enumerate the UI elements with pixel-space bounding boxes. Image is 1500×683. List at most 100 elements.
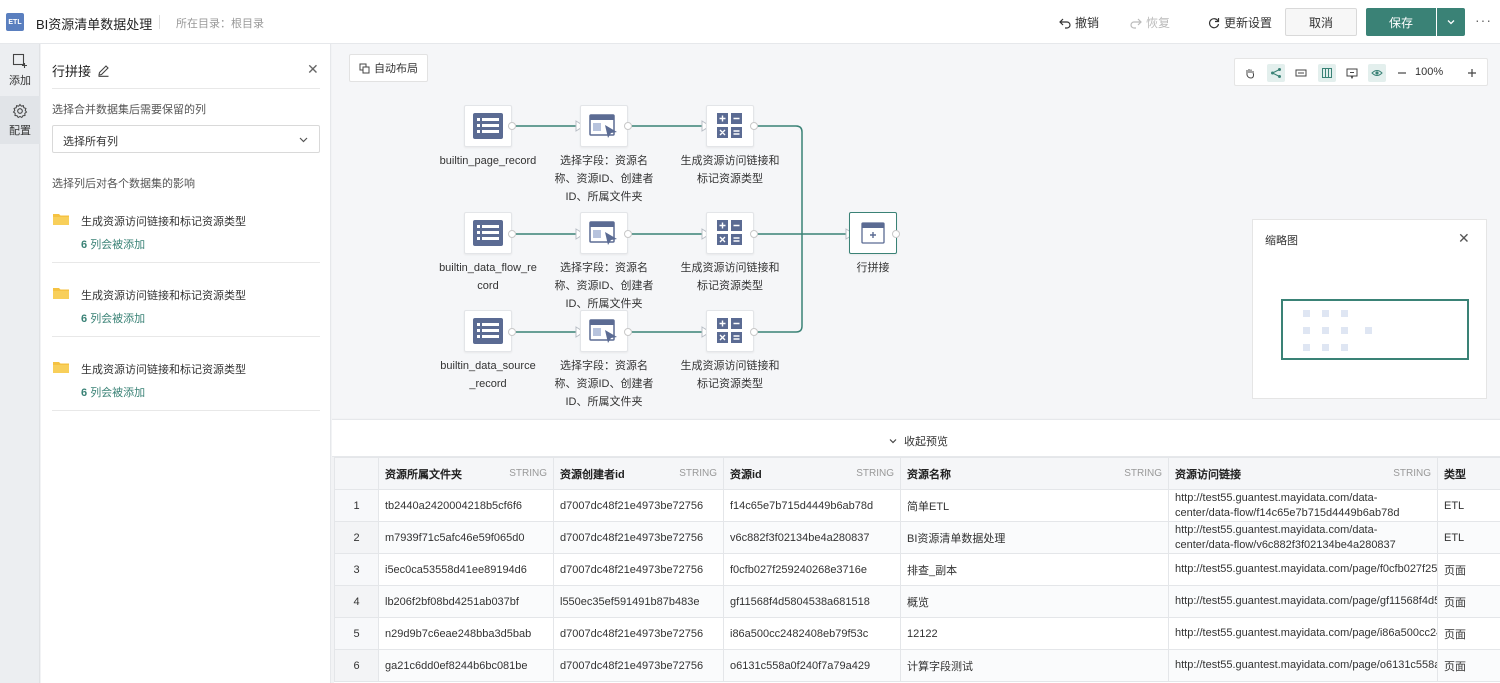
save-button[interactable]: 保存 [1366, 8, 1436, 36]
row-index[interactable]: 6 [334, 649, 379, 682]
output-port[interactable] [508, 230, 516, 238]
select-fields-node[interactable] [580, 212, 628, 254]
output-port[interactable] [508, 328, 516, 336]
table-cell[interactable]: 页面 [1437, 585, 1500, 618]
save-dropdown-button[interactable] [1437, 8, 1465, 36]
source-node[interactable] [464, 310, 512, 352]
table-cell[interactable]: 页面 [1437, 553, 1500, 586]
output-port[interactable] [750, 122, 758, 130]
table-cell[interactable]: ETL [1437, 521, 1500, 554]
edit-icon[interactable] [97, 64, 110, 77]
table-cell[interactable]: http://test55.guantest.mayidata.com/page… [1168, 649, 1438, 682]
rail-config[interactable]: 配置 [0, 96, 40, 144]
dataset-name: 生成资源访问链接和标记资源类型 [81, 364, 246, 376]
source-node[interactable] [464, 212, 512, 254]
close-icon[interactable]: ✕ [1458, 230, 1470, 246]
table-cell[interactable]: lb206f2bf08bd4251ab037bf [378, 585, 554, 618]
table-cell[interactable]: 排查_副本 [900, 553, 1169, 586]
table-cell[interactable]: http://test55.guantest.mayidata.com/data… [1168, 521, 1438, 554]
table-cell[interactable]: 12122 [900, 617, 1169, 650]
column-view-icon[interactable] [1318, 64, 1336, 82]
table-cell[interactable]: http://test55.guantest.mayidata.com/page… [1168, 617, 1438, 650]
column-header[interactable]: 类型ST [1437, 457, 1500, 490]
share-tool-icon[interactable] [1267, 64, 1285, 82]
redo-icon [1130, 18, 1142, 29]
table-cell[interactable]: d7007dc48f21e4973be72756 [553, 553, 724, 586]
row-union-node[interactable] [849, 212, 897, 254]
update-settings-button[interactable]: 更新设置 [1208, 14, 1272, 31]
table-cell[interactable]: n29d9b7c6eae248bba3d5bab [378, 617, 554, 650]
comment-tool-icon[interactable] [1343, 64, 1361, 82]
source-node[interactable] [464, 105, 512, 147]
table-cell[interactable]: d7007dc48f21e4973be72756 [553, 617, 724, 650]
row-index[interactable]: 5 [334, 617, 379, 650]
gear-icon [12, 103, 28, 118]
table-cell[interactable]: tb2440a2420004218b5cf6f6 [378, 489, 554, 522]
zoom-out-icon[interactable] [1393, 64, 1411, 82]
table-cell[interactable]: http://test55.guantest.mayidata.com/page… [1168, 553, 1438, 586]
table-cell[interactable]: http://test55.guantest.mayidata.com/page… [1168, 585, 1438, 618]
flow-canvas[interactable]: 自动布局 100% [332, 44, 1500, 418]
table-cell[interactable]: f14c65e7b715d4449b6ab78d [723, 489, 901, 522]
table-cell[interactable]: l550ec35ef591491b87b483e [553, 585, 724, 618]
row-index[interactable]: 3 [334, 553, 379, 586]
table-cell[interactable]: i5ec0ca53558d41ee89194d6 [378, 553, 554, 586]
table-cell[interactable]: 页面 [1437, 617, 1500, 650]
calculate-node[interactable] [706, 105, 754, 147]
close-panel-icon[interactable]: ✕ [307, 61, 319, 77]
output-port[interactable] [508, 122, 516, 130]
zoom-in-icon[interactable] [1463, 64, 1481, 82]
output-port[interactable] [624, 230, 632, 238]
output-port[interactable] [892, 230, 900, 238]
auto-layout-button[interactable]: 自动布局 [349, 54, 428, 82]
select-fields-node[interactable] [580, 105, 628, 147]
zoom-level: 100% [1415, 66, 1444, 78]
cancel-button[interactable]: 取消 [1285, 8, 1357, 36]
undo-button[interactable]: 撤销 [1059, 14, 1099, 31]
table-cell[interactable]: ETL [1437, 489, 1500, 522]
title-divider [159, 15, 160, 29]
calculate-node[interactable] [706, 310, 754, 352]
table-cell[interactable]: i86a500cc2482408eb79f53c [723, 617, 901, 650]
table-cell[interactable]: 简单ETL [900, 489, 1169, 522]
row-index[interactable]: 4 [334, 585, 379, 618]
output-port[interactable] [624, 328, 632, 336]
hand-tool-icon[interactable] [1241, 64, 1259, 82]
collapse-preview-button[interactable]: 收起预览 [888, 433, 948, 449]
columns-select[interactable]: 选择所有列 [52, 125, 320, 153]
table-cell[interactable]: d7007dc48f21e4973be72756 [553, 649, 724, 682]
table-cell[interactable]: d7007dc48f21e4973be72756 [553, 521, 724, 554]
table-cell[interactable]: gf11568f4d5804538a681518 [723, 585, 901, 618]
table-cell[interactable]: http://test55.guantest.mayidata.com/data… [1168, 489, 1438, 522]
table-cell[interactable]: v6c882f3f02134be4a280837 [723, 521, 901, 554]
minimap[interactable]: 缩略图 ✕ [1252, 219, 1487, 399]
table-cell[interactable]: 概览 [900, 585, 1169, 618]
keyboard-tool-icon[interactable] [1292, 64, 1310, 82]
row-index[interactable]: 2 [334, 521, 379, 554]
redo-button[interactable]: 恢复 [1130, 14, 1170, 31]
table-cell[interactable]: f0cfb027f259240268e3716e [723, 553, 901, 586]
table-cell[interactable]: BI资源清单数据处理 [900, 521, 1169, 554]
rail-add[interactable]: 添加 [0, 46, 40, 94]
row-index[interactable]: 1 [334, 489, 379, 522]
output-port[interactable] [750, 230, 758, 238]
output-port[interactable] [624, 122, 632, 130]
table-cell[interactable]: ga21c6dd0ef8244b6bc081be [378, 649, 554, 682]
table-cell[interactable]: m7939f71c5afc46e59f065d0 [378, 521, 554, 554]
minimap-viewport[interactable] [1281, 299, 1469, 360]
output-port[interactable] [750, 328, 758, 336]
calculate-node[interactable] [706, 212, 754, 254]
more-icon[interactable]: ··· [1475, 12, 1492, 28]
select-fields-node[interactable] [580, 310, 628, 352]
table-cell[interactable]: 页面 [1437, 649, 1500, 682]
table-cell[interactable]: d7007dc48f21e4973be72756 [553, 489, 724, 522]
table-cell[interactable]: 计算字段测试 [900, 649, 1169, 682]
eye-icon[interactable] [1368, 64, 1386, 82]
table-cell[interactable]: o6131c558a0f240f7a79a429 [723, 649, 901, 682]
